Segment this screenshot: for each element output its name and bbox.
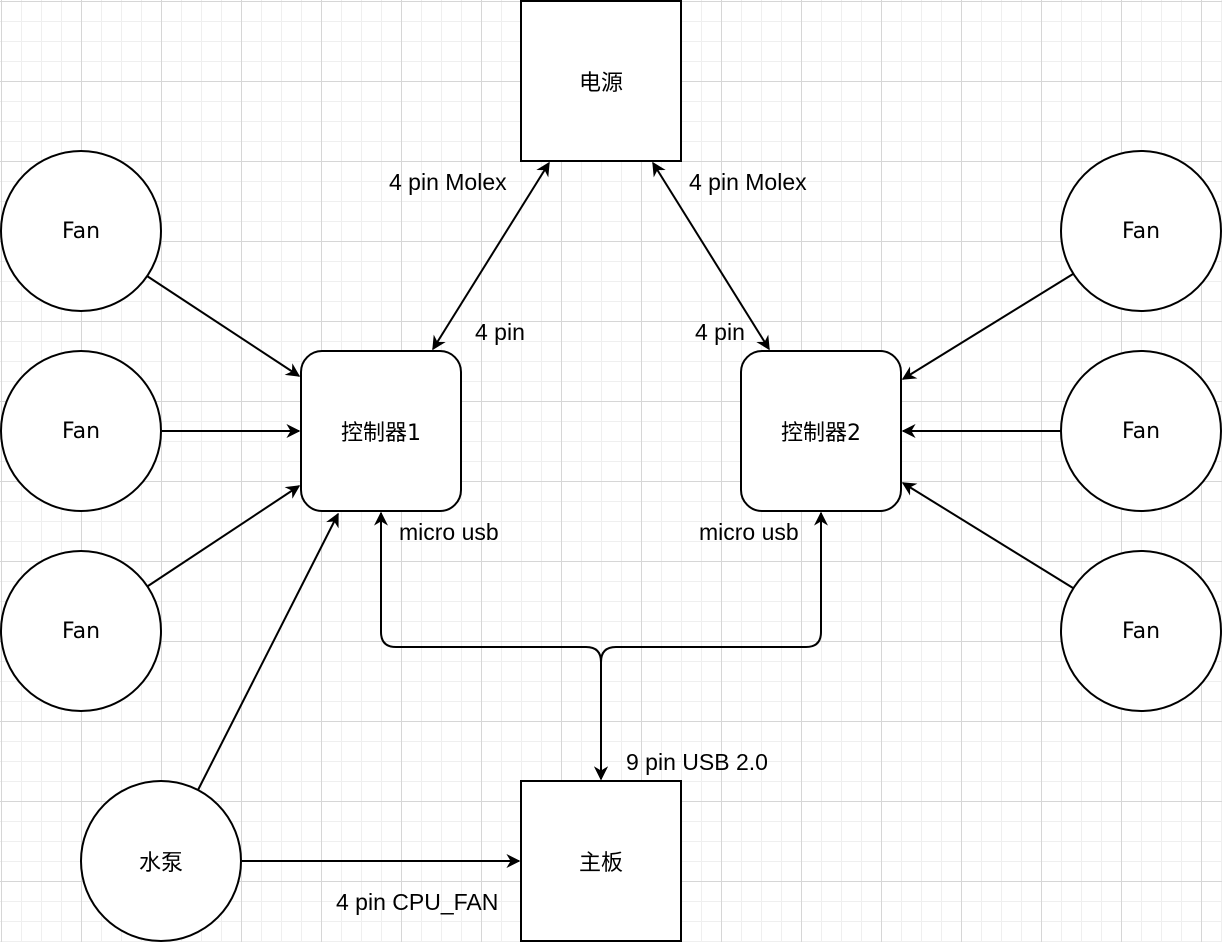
edge-pump-to-controller1	[197, 512, 339, 791]
edge-controller1-motherboard-usb	[374, 511, 608, 781]
edge-label-pin-left: 4 pin	[475, 319, 525, 345]
fan-left-2-node[interactable]: Fan	[0, 350, 162, 512]
fan-right-3-node[interactable]: Fan	[1060, 550, 1222, 712]
controller2-label: 控制器2	[781, 421, 861, 446]
power-supply-label: 电源	[578, 71, 623, 96]
edge-fan-right-3-to-controller2	[901, 482, 1074, 589]
edge-fan-right-1-to-controller2	[901, 273, 1074, 380]
fan-label: Fan	[61, 618, 101, 644]
fan-label: Fan	[61, 218, 101, 244]
fan-left-1-node[interactable]: Fan	[0, 150, 162, 312]
fan-right-2-node[interactable]: Fan	[1060, 350, 1222, 512]
edge-controller2-motherboard-usb	[594, 511, 828, 781]
motherboard-node[interactable]: 主板	[520, 780, 682, 942]
controller1-label: 控制器1	[341, 421, 421, 446]
edge-label-pin-right: 4 pin	[695, 319, 745, 345]
edge-label-molex-right: 4 pin Molex	[689, 169, 807, 195]
edge-label-usb-right: micro usb	[699, 519, 799, 545]
fan-right-1-node[interactable]: Fan	[1060, 150, 1222, 312]
motherboard-label: 主板	[578, 851, 623, 876]
power-supply-node[interactable]: 电源	[520, 0, 682, 162]
fan-label: Fan	[61, 418, 101, 444]
pump-label: 水泵	[138, 851, 183, 876]
edge-label-usb-left: micro usb	[399, 519, 499, 545]
controller1-node[interactable]: 控制器1	[300, 350, 462, 512]
fan-label: Fan	[1121, 618, 1161, 644]
edge-fan-left-1-to-controller1	[146, 275, 301, 377]
fan-label: Fan	[1121, 418, 1161, 444]
fan-left-3-node[interactable]: Fan	[0, 550, 162, 712]
edge-fan-left-3-to-controller1	[147, 485, 301, 587]
controller2-node[interactable]: 控制器2	[740, 350, 902, 512]
fan-label: Fan	[1121, 218, 1161, 244]
edge-label-usb-header: 9 pin USB 2.0	[626, 749, 768, 775]
edge-label-cpu-fan: 4 pin CPU_FAN	[336, 889, 499, 915]
pump-node[interactable]: 水泵	[80, 780, 242, 942]
edge-label-molex-left: 4 pin Molex	[389, 169, 507, 195]
